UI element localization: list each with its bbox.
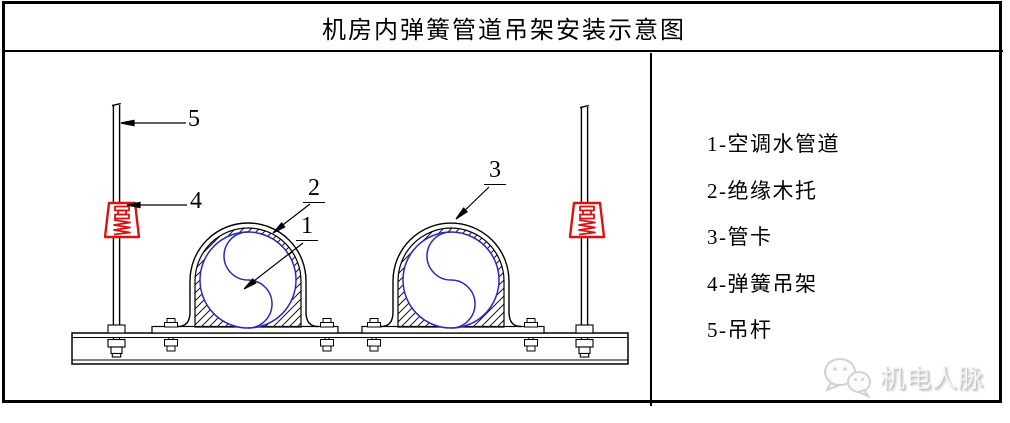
leader-arrow-icon <box>126 201 141 209</box>
drawing-title: 机房内弹簧管道吊架安装示意图 <box>322 17 686 44</box>
rod-nuts-left <box>107 324 126 358</box>
watermark-text: 机电人脉 <box>880 366 985 393</box>
callout-leader-5 <box>120 119 186 127</box>
legend-item-hanger-rod: 5-吊杆 <box>707 318 773 342</box>
spring-hanger-right <box>568 201 606 239</box>
leader-arrow-icon <box>120 119 135 127</box>
legend-item-wood-support: 2-绝缘木托 <box>707 179 818 203</box>
pipe-clamp-strap <box>380 222 522 328</box>
wechat-bubbles-icon <box>824 358 871 399</box>
legend-item-pipe-clamp: 3-管卡 <box>707 225 773 249</box>
leader-arrow-icon <box>243 278 257 290</box>
panel-divider <box>650 53 652 406</box>
pipe-clamp-strap <box>177 222 319 328</box>
callout-label-clamp: 3 <box>484 157 506 186</box>
plate-bolts <box>164 318 538 352</box>
callout-leader-3 <box>455 186 490 220</box>
sheet-border <box>2 1 1002 403</box>
bolt <box>320 318 334 352</box>
leader-arrow-icon <box>455 207 469 220</box>
pipe-section-curve <box>223 231 273 329</box>
pipe-section-curve <box>426 231 476 329</box>
bolt <box>524 318 538 352</box>
legend-item-pipe: 1-空调水管道 <box>707 132 840 156</box>
callout-leader-4 <box>126 201 187 209</box>
callout-label-wood: 2 <box>303 175 325 204</box>
bolt <box>367 318 381 352</box>
leader-arrow-icon <box>272 222 286 234</box>
mounting-channel <box>71 332 629 365</box>
callout-leaders <box>120 119 490 290</box>
rod-nuts-right <box>575 324 594 358</box>
title-bar: 机房内弹簧管道吊架安装示意图 <box>5 4 1003 52</box>
callout-leader-1 <box>243 242 304 290</box>
callout-label-pipe: 1 <box>296 213 318 242</box>
pipe-assembly-right <box>380 222 522 329</box>
pipe-assembly-left <box>177 222 319 329</box>
callout-leader-2 <box>272 203 311 234</box>
legend-item-spring-hanger: 4-弹簧吊架 <box>707 272 818 296</box>
spring-hanger-left <box>103 201 141 239</box>
callout-label-spring: 4 <box>190 188 202 214</box>
callout-label-rod: 5 <box>188 106 200 132</box>
bolt <box>164 318 178 352</box>
watermark: 机电人脉 <box>820 355 984 399</box>
